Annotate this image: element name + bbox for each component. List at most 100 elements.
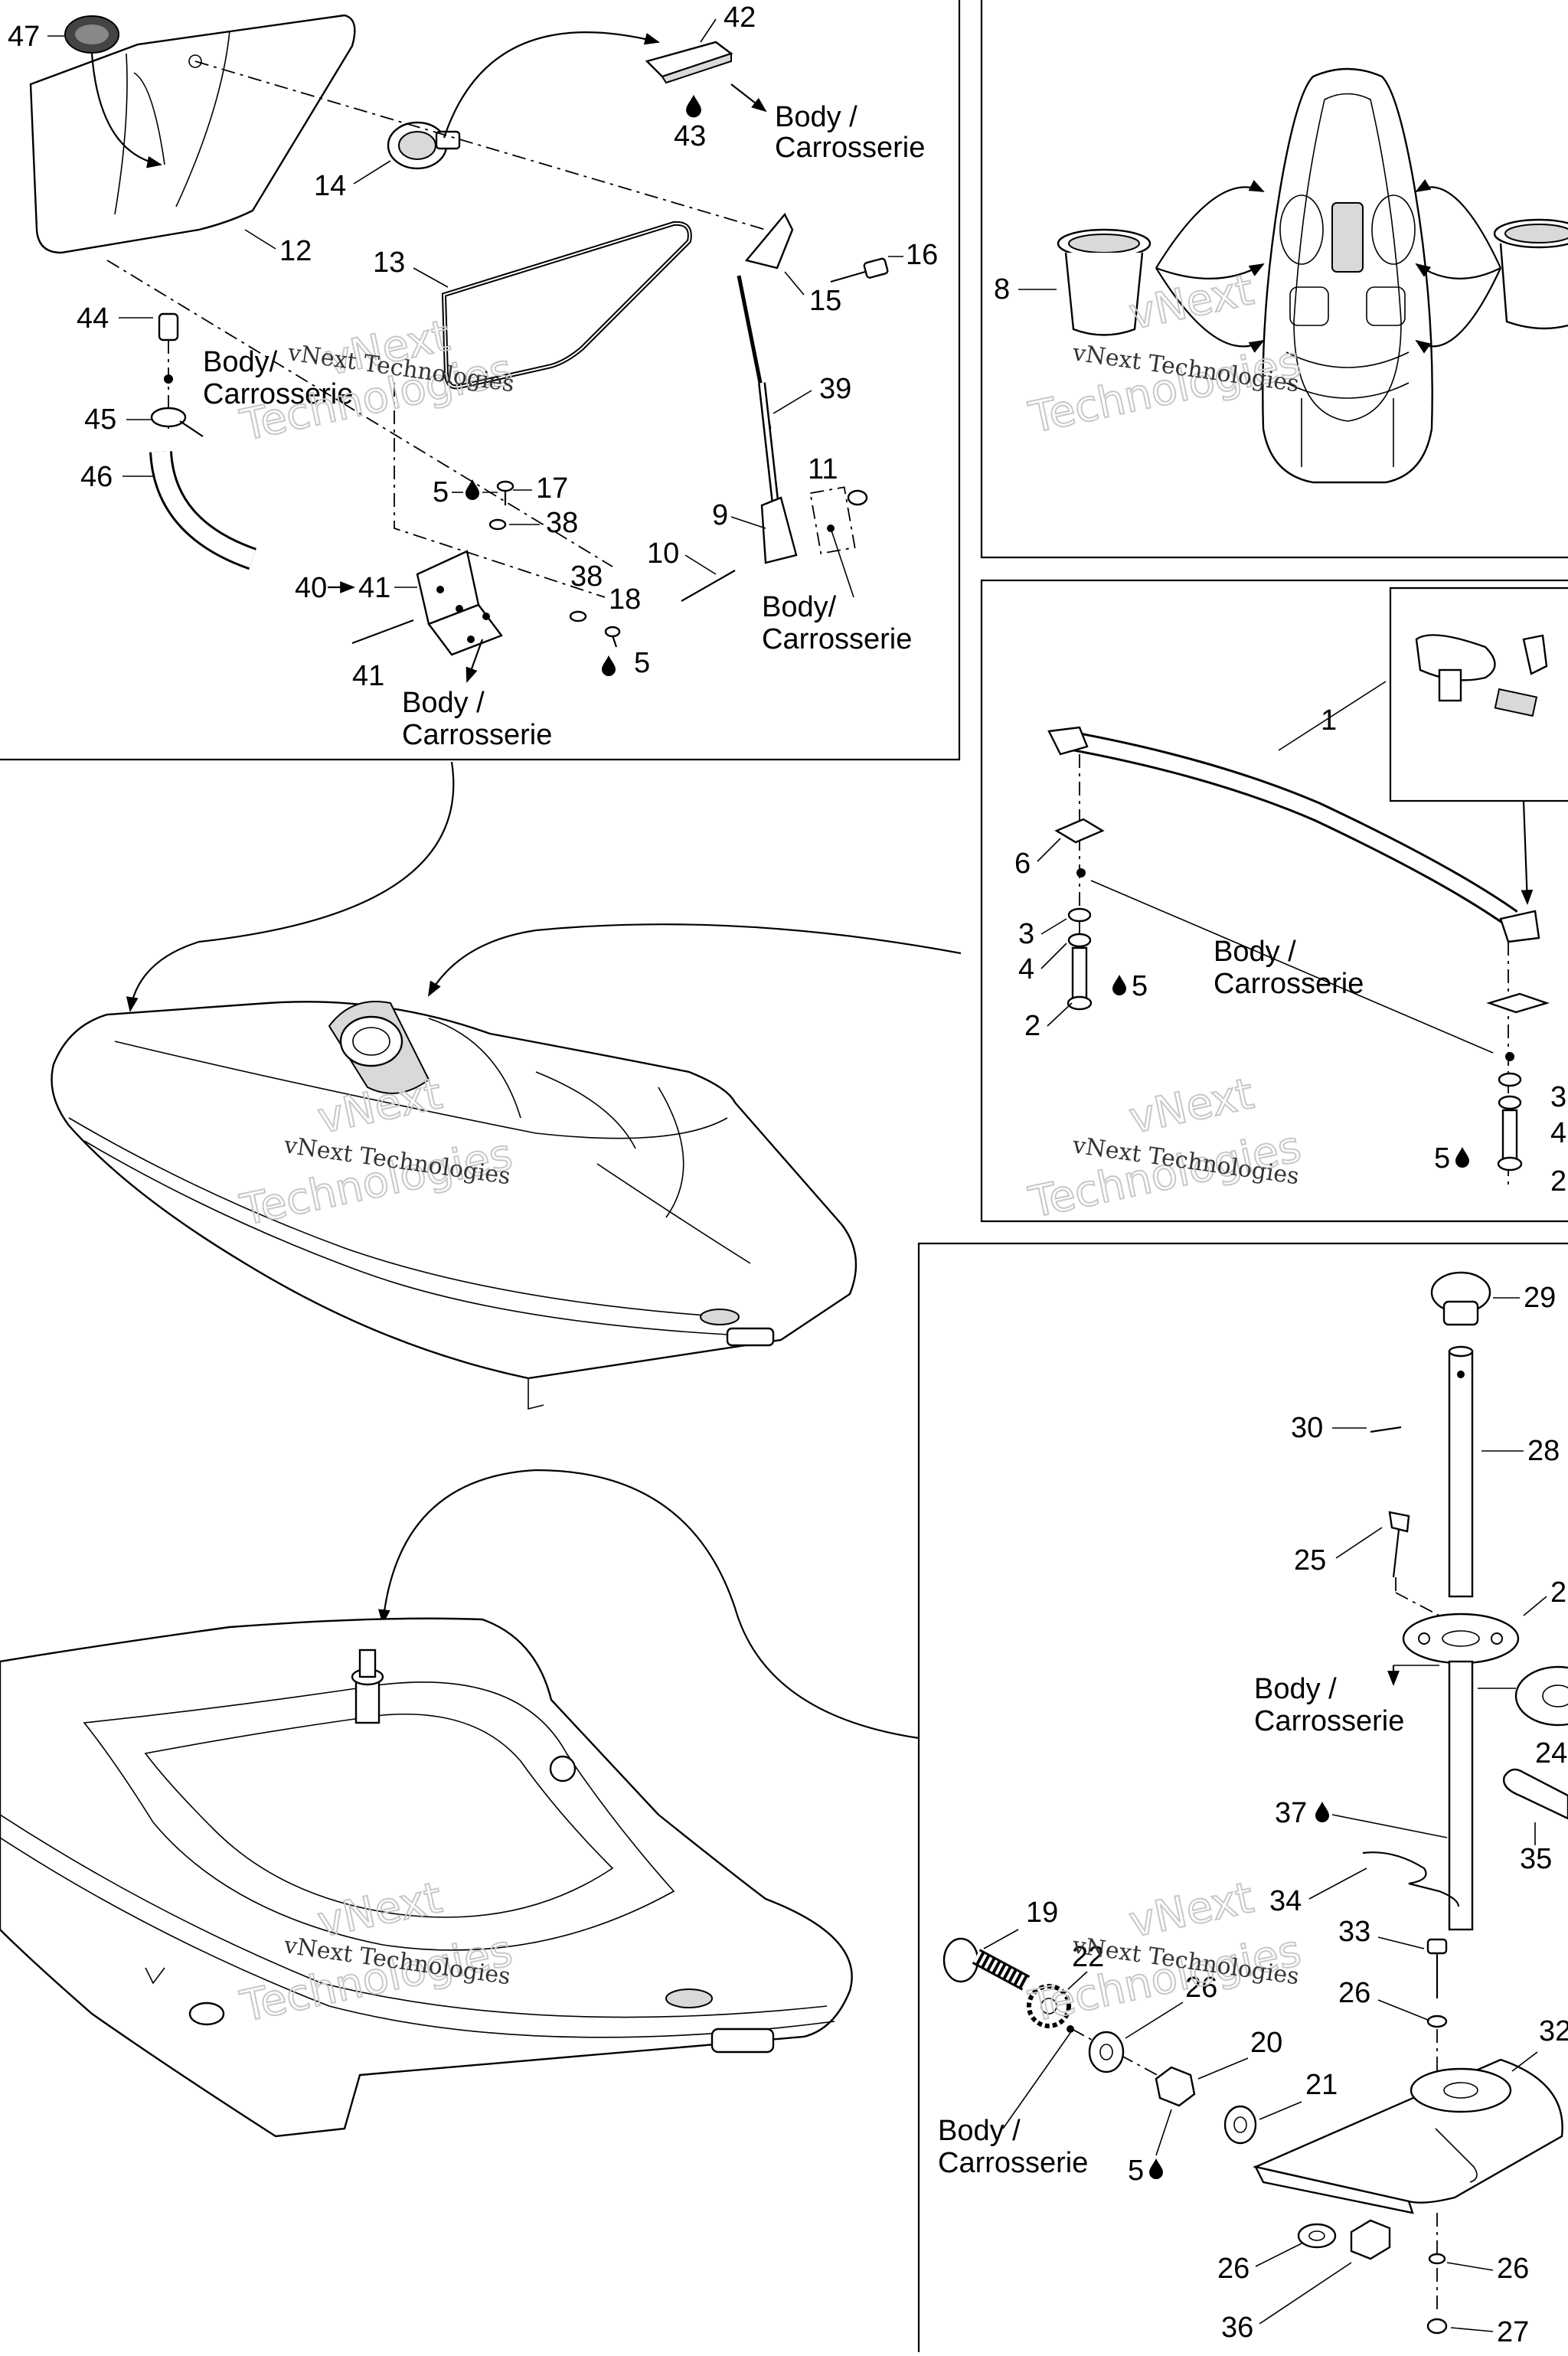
callout-18: 18 (609, 583, 641, 616)
body-label-tow-fr: Carrosserie (1254, 1705, 1404, 1737)
bracket-9 (760, 496, 798, 564)
watermark-brand-3: vNext (1125, 265, 1258, 340)
callout-36: 36 (1221, 2312, 1253, 2344)
callout-46: 46 (80, 461, 113, 493)
handle-end-detail (1415, 634, 1548, 905)
callout-1: 1 (1321, 704, 1337, 737)
body-label-hose-fr: Carrosserie (203, 378, 353, 410)
callout-38a: 38 (546, 507, 578, 539)
boat-top-view (1262, 67, 1433, 484)
callout-6: 6 (1014, 848, 1031, 880)
callout-4: 4 (1018, 953, 1034, 985)
screw-16 (830, 257, 889, 283)
callout-14: 14 (314, 170, 346, 202)
callout-33: 33 (1338, 1916, 1370, 1948)
flange-24 (1514, 1665, 1568, 1727)
callout-34: 34 (1269, 1885, 1302, 1917)
panel-storage-lid: 47 42 43 Body / Carrosserie 14 12 13 16 … (8, 2, 938, 751)
callout-3: 3 (1018, 918, 1034, 950)
flange-23 (1402, 1613, 1520, 1665)
cup-holder-left (1057, 228, 1152, 336)
callout-2: 2 (1024, 1010, 1040, 1042)
body-label-handle: Body / (1214, 936, 1296, 968)
cap-29 (1430, 1271, 1491, 1326)
sealant-drop-icon (1149, 2158, 1163, 2179)
panel-tow-eye: 29 30 28 25 2 Body / Carrosserie 24 37 3… (938, 1271, 1568, 2348)
gas-strut (737, 275, 779, 506)
callout-44: 44 (77, 302, 109, 335)
sealant-drop-icon (686, 94, 701, 118)
sealant-drop-icon (1112, 975, 1126, 995)
callout-10: 10 (647, 538, 679, 570)
body-label-handle-fr: Carrosserie (1214, 968, 1364, 1000)
callout-4b: 4 (1550, 1117, 1566, 1149)
boat-perspective-view (51, 761, 962, 1410)
mount-stack-right (1486, 942, 1550, 1187)
lid-panel (29, 14, 356, 254)
sealant-drop-icon (1455, 1147, 1469, 1168)
sealant-drop-icon (466, 479, 479, 500)
callout-40: 40 (295, 572, 327, 604)
callout-13: 13 (373, 247, 405, 279)
striker-part (645, 41, 733, 84)
panel-cup-holders: 8 (994, 67, 1568, 484)
callout-25: 25 (1294, 1544, 1326, 1577)
callout-47: 47 (8, 21, 40, 53)
callout-24: 24 (1535, 1737, 1567, 1769)
body-label-hinge: Body / (402, 687, 485, 719)
body-label-hose: Body/ (203, 346, 278, 378)
callout-20: 20 (1250, 2027, 1282, 2059)
callout-32: 32 (1539, 2015, 1568, 2047)
callout-17: 17 (536, 472, 568, 505)
callout-2b: 2 (1550, 1165, 1566, 1198)
cup-holder-right (1493, 218, 1568, 330)
hinge-part (351, 550, 503, 683)
callout-26b: 26 (1185, 1972, 1217, 2004)
screw-33 (1426, 1938, 1448, 2028)
callout-23: 2 (1550, 1577, 1566, 1609)
callout-29: 29 (1524, 1282, 1556, 1314)
body-label-bolt-fr: Carrosserie (938, 2147, 1088, 2179)
callout-12: 12 (279, 235, 312, 267)
callout-27: 27 (1497, 2316, 1529, 2348)
callout-45: 45 (84, 404, 116, 436)
callout-30: 30 (1291, 1412, 1323, 1444)
body-label-bolt: Body / (938, 2115, 1021, 2147)
callout-5d: 5 (1434, 1142, 1450, 1175)
body-label-strut: Body/ (762, 591, 837, 623)
callout-35: 35 (1520, 1843, 1552, 1875)
callout-41b: 41 (352, 660, 384, 692)
boat-stern-view (0, 1469, 920, 2138)
body-label-top: Body / (775, 101, 858, 133)
callout-9: 9 (712, 499, 728, 531)
sealant-drop-icon (1315, 1802, 1329, 1822)
tube-28 (1448, 1345, 1474, 1598)
sprocket-22 (1027, 1984, 1071, 2028)
callout-28: 28 (1527, 1435, 1560, 1467)
body-label-top-fr: Carrosserie (775, 132, 925, 164)
watermark-brand-7: vNext (1125, 1069, 1258, 1144)
bracket-15 (744, 212, 794, 270)
callout-5e: 5 (1128, 2155, 1144, 2187)
bolt-19 (942, 1937, 1031, 1991)
drain-hose (149, 312, 257, 570)
callout-3b: 3 (1550, 1081, 1566, 1113)
callout-41a: 41 (358, 572, 390, 604)
nut-36-stack (1297, 2219, 1391, 2260)
washer-11 (847, 489, 868, 506)
callout-5c: 5 (1132, 970, 1148, 1002)
screw-17 (488, 480, 514, 531)
watermark-brand-11: vNext (1125, 1873, 1258, 1948)
callout-11: 11 (808, 453, 838, 485)
callout-15: 15 (809, 285, 841, 317)
callout-26c: 26 (1217, 2253, 1250, 2285)
callout-16: 16 (906, 239, 938, 271)
pin-10 (681, 570, 736, 602)
callout-38b: 38 (570, 560, 603, 593)
sealant-drop-icon (602, 655, 616, 676)
callout-43: 43 (674, 120, 706, 152)
screw-25 (1388, 1511, 1410, 1578)
panel-grab-handle: 1 6 3 4 2 5 Body / Carrosserie 3 4 5 2 (1014, 634, 1566, 1198)
body-label-hinge-fr: Carrosserie (402, 719, 552, 751)
